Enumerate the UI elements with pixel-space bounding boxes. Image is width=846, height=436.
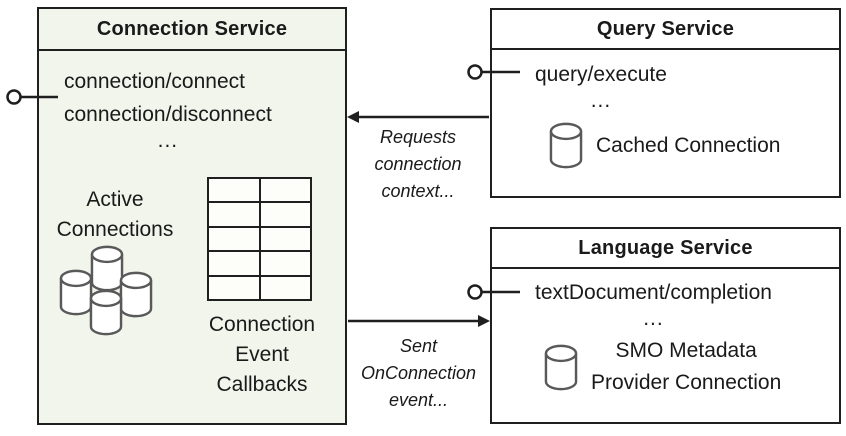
language-service-box: Language Service textDocument/completion… xyxy=(490,227,841,424)
method-connection-connect: connection/connect xyxy=(64,70,245,93)
callback-table-cell xyxy=(209,276,259,299)
language-service-title: Language Service xyxy=(492,229,839,269)
active-connections-label: Active Connections xyxy=(56,188,174,241)
callback-table-cell xyxy=(260,276,310,299)
callback-table-cell xyxy=(260,203,310,226)
language-service-methods: textDocument/completion ... xyxy=(535,276,772,329)
callback-table-cell xyxy=(209,227,259,251)
sent-onconnection-event-label: Sent OnConnection event... xyxy=(360,336,477,410)
ellipsis: ... xyxy=(590,89,612,112)
ellipsis: ... xyxy=(157,129,179,152)
callback-table-cell xyxy=(209,203,259,226)
callback-table-icon xyxy=(207,177,312,301)
query-service-methods: query/execute ... xyxy=(535,58,667,111)
on-connection-event-arrow xyxy=(348,315,490,327)
cached-connection-label: Cached Connection xyxy=(596,133,781,157)
database-icon xyxy=(544,344,578,390)
method-connection-disconnect: connection/disconnect xyxy=(64,103,272,126)
database-cylinder-cluster-icon xyxy=(59,245,153,336)
ellipsis: ... xyxy=(643,307,664,330)
connection-service-title: Connection Service xyxy=(39,9,345,51)
smo-metadata-row: SMO Metadata Provider Connection xyxy=(544,335,781,399)
connection-service-methods: connection/connect connection/disconnect… xyxy=(64,65,272,151)
connection-event-callbacks-label: Connection Event Callbacks xyxy=(208,313,316,396)
requests-connection-context-arrow xyxy=(347,111,489,123)
smo-metadata-provider-connection-label: SMO Metadata Provider Connection xyxy=(591,339,782,394)
callback-table-cell xyxy=(260,179,310,202)
callback-table-cell xyxy=(209,179,259,202)
query-service-title: Query Service xyxy=(492,10,839,50)
method-query-execute: query/execute xyxy=(535,63,667,86)
callback-table-cell xyxy=(209,252,259,275)
callback-table-cell xyxy=(260,227,310,251)
query-service-box: Query Service query/execute ... Cached C… xyxy=(490,8,841,198)
method-textdocument-completion: textDocument/completion xyxy=(535,281,772,304)
callback-table-cell xyxy=(260,252,310,275)
cached-connection-row: Cached Connection xyxy=(549,122,780,169)
connection-service-box: Connection Service connection/connect co… xyxy=(37,7,347,425)
database-icon xyxy=(549,122,583,169)
requests-connection-context-label: Requests connection context... xyxy=(374,127,462,201)
